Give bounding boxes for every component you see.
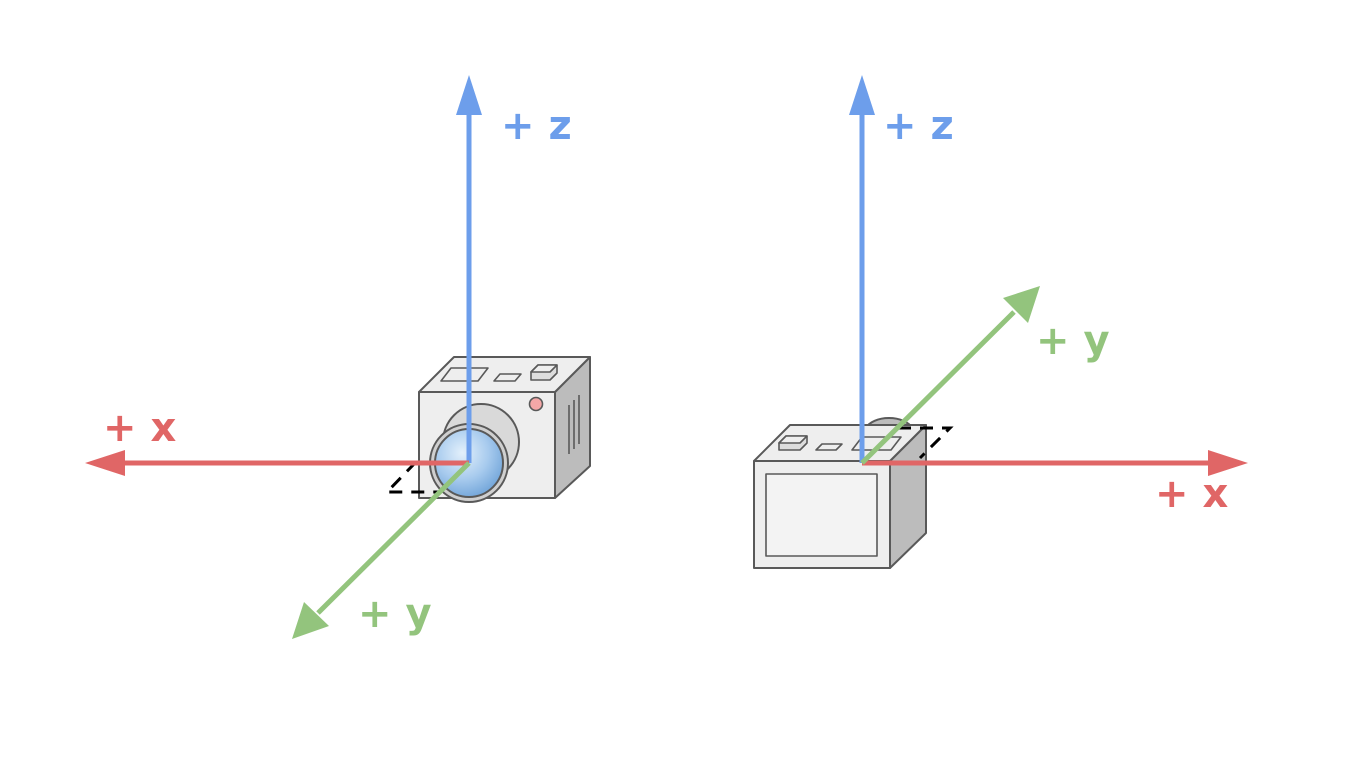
right-y-axis-label: + y	[1036, 318, 1110, 364]
left-z-axis	[456, 75, 482, 463]
left-z-axis-label: + z	[501, 103, 572, 149]
left-camera-side-vents	[568, 395, 580, 454]
right-z-axis	[849, 75, 875, 463]
left-y-arrowhead	[292, 602, 329, 639]
left-z-arrowhead	[456, 75, 482, 115]
right-camera-icon	[753, 417, 927, 569]
right-z-axis-label: + z	[883, 103, 954, 149]
right-origin-plane-marker	[898, 426, 954, 460]
right-y-arrowhead	[1003, 286, 1040, 323]
right-camera-shutter-button	[778, 435, 808, 451]
left-camera-top-detail-large	[440, 367, 489, 382]
left-x-axis	[85, 450, 469, 476]
right-view	[753, 75, 1248, 569]
right-camera-top-detail-small	[815, 443, 843, 451]
right-x-axis-label: + x	[1155, 471, 1229, 517]
left-origin-plane-marker	[383, 460, 438, 494]
left-camera-top-detail-small	[493, 373, 522, 382]
left-view	[85, 75, 591, 639]
left-camera-indicator-light	[528, 396, 544, 412]
left-y-axis	[292, 461, 471, 639]
left-x-arrowhead	[85, 450, 125, 476]
right-x-arrowhead	[1208, 450, 1248, 476]
left-camera-icon	[418, 356, 591, 503]
left-camera-shutter-button	[530, 364, 558, 381]
right-y-axis	[860, 286, 1040, 465]
left-y-axis-label: + y	[358, 591, 432, 637]
left-x-axis-label: + x	[103, 405, 177, 451]
right-camera-lcd-screen	[765, 473, 878, 557]
right-x-axis	[862, 450, 1248, 476]
right-z-arrowhead	[849, 75, 875, 115]
